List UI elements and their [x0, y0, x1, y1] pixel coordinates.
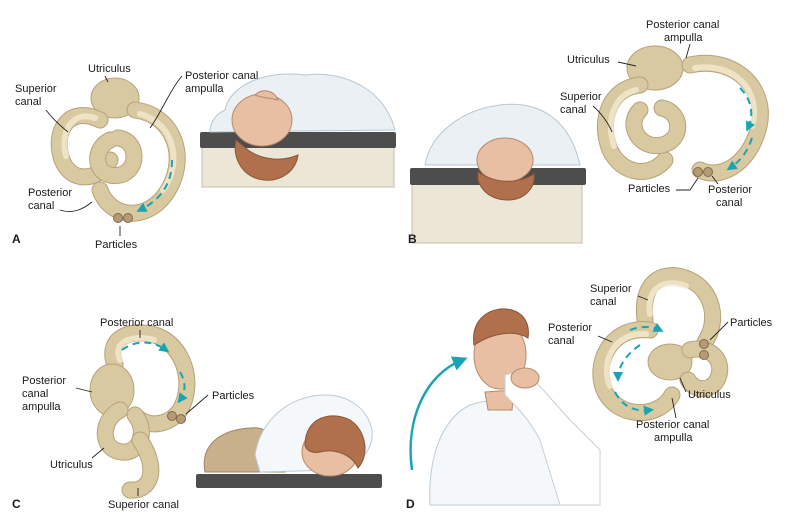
- panel-letter-c: C: [12, 497, 21, 511]
- labels-b: Posterior canal ampulla Utriculus Superi…: [408, 19, 752, 246]
- patient-d: [409, 308, 601, 506]
- label-posterior-canal-b-2: canal: [716, 197, 742, 209]
- label-posterior-canal-c: Posterior canal: [100, 317, 173, 329]
- panel-letter-b: B: [408, 232, 417, 246]
- label-superior-canal-b-1: Superior: [560, 91, 602, 103]
- particles-c: [167, 411, 177, 421]
- label-superior-canal-d-2: canal: [590, 296, 616, 308]
- label-utriculus-a: Utriculus: [88, 63, 131, 75]
- label-superior-canal-d-1: Superior: [590, 283, 632, 295]
- label-posterior-canal-a-2: canal: [28, 200, 54, 212]
- panel-d: Superior canal Posterior canal Particles…: [406, 267, 773, 511]
- label-posterior-ampulla-a-1: Posterior canal: [185, 70, 258, 82]
- label-particles-d: Particles: [730, 317, 773, 329]
- label-superior-canal-b-2: canal: [560, 104, 586, 116]
- labyrinth-c: [89, 324, 196, 499]
- label-posterior-ampulla-c-3: ampulla: [22, 401, 61, 413]
- labels-a: Utriculus Superior canal Posterior canal…: [12, 63, 258, 251]
- label-superior-canal-a-2: canal: [15, 96, 41, 108]
- panel-c: Posterior canal Posterior canal ampulla …: [12, 317, 382, 511]
- label-posterior-ampulla-a-2: ampulla: [185, 83, 224, 95]
- label-utriculus-c: Utriculus: [50, 459, 93, 471]
- label-posterior-ampulla-c-2: canal: [22, 388, 48, 400]
- label-posterior-ampulla-c-1: Posterior: [22, 375, 66, 387]
- labyrinth-b: [597, 45, 769, 182]
- label-posterior-ampulla-d-2: ampulla: [654, 432, 693, 444]
- label-superior-canal-a-1: Superior: [15, 83, 57, 95]
- label-particles-b: Particles: [628, 183, 671, 195]
- label-posterior-ampulla-b-2: ampulla: [664, 32, 703, 44]
- examiner-hand: [510, 367, 540, 389]
- panel-b: Posterior canal ampulla Utriculus Superi…: [408, 19, 769, 246]
- panel-letter-d: D: [406, 497, 415, 511]
- panel-a: Utriculus Superior canal Posterior canal…: [12, 63, 396, 251]
- labyrinth-a: [50, 77, 186, 223]
- label-posterior-canal-d-2: canal: [548, 335, 574, 347]
- patient-a: [200, 73, 396, 188]
- label-posterior-canal-d-1: Posterior: [548, 322, 592, 334]
- labyrinth-d: [592, 267, 729, 422]
- label-posterior-ampulla-d-1: Posterior canal: [636, 419, 709, 431]
- label-posterior-canal-b-1: Posterior: [708, 184, 752, 196]
- patient-c: [196, 394, 382, 488]
- particles-b: [693, 167, 703, 177]
- particles-a: [113, 213, 123, 223]
- label-particles-a: Particles: [95, 239, 138, 251]
- label-utriculus-b: Utriculus: [567, 54, 610, 66]
- label-utriculus-d: Utriculus: [688, 389, 731, 401]
- labels-d: Superior canal Posterior canal Particles…: [406, 283, 773, 511]
- label-posterior-ampulla-b-1: Posterior canal: [646, 19, 719, 31]
- labels-c: Posterior canal Posterior canal ampulla …: [12, 317, 255, 511]
- label-particles-c: Particles: [212, 390, 255, 402]
- particles-d: [699, 339, 709, 349]
- label-posterior-canal-a-1: Posterior: [28, 187, 72, 199]
- panel-letter-a: A: [12, 232, 21, 246]
- patient-b: [410, 103, 586, 244]
- label-superior-canal-c: Superior canal: [108, 499, 179, 511]
